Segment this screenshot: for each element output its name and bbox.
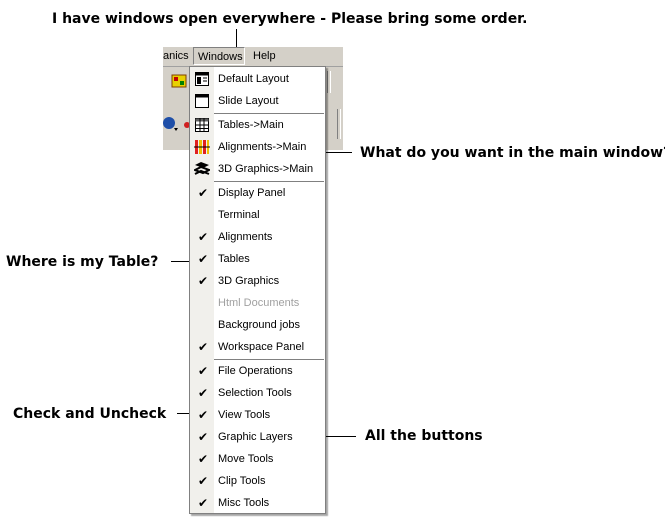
menu-item-label: Tables xyxy=(218,253,250,265)
menu-item-slide-layout[interactable]: Slide Layout xyxy=(190,90,325,112)
checkmark-icon: ✔ xyxy=(198,364,209,378)
checkmark-icon: ✔ xyxy=(198,340,209,354)
menu-item-clip-tools[interactable]: ✔ Clip Tools xyxy=(190,470,325,492)
windows-dropdown-menu: Default Layout Slide Layout Tables->Main… xyxy=(189,66,326,514)
callout-main-window: What do you want in the main window? xyxy=(360,145,665,161)
checkmark-icon: ✔ xyxy=(198,496,209,510)
checkmark-icon: ✔ xyxy=(198,430,209,444)
menu-item-alignments[interactable]: ✔ Alignments xyxy=(190,226,325,248)
toolbar-color-icon[interactable] xyxy=(171,73,187,89)
graphics-3d-icon xyxy=(192,161,212,177)
menu-item-tables-main[interactable]: Tables->Main xyxy=(190,114,325,136)
menu-bar: anics Windows Help xyxy=(163,47,343,67)
callout-check: Check and Uncheck xyxy=(13,406,167,422)
menu-item-html-documents: Html Documents xyxy=(190,292,325,314)
menu-item-label: Tables->Main xyxy=(218,119,284,131)
menu-item-label: Slide Layout xyxy=(218,95,279,107)
menu-item-label: Misc Tools xyxy=(218,497,270,509)
checkmark-icon: ✔ xyxy=(198,252,209,266)
menu-graphics-partial[interactable]: anics xyxy=(163,50,189,62)
menu-windows[interactable]: Windows xyxy=(193,47,245,65)
toolbar-separator-2 xyxy=(337,109,341,139)
toolbar-separator xyxy=(327,71,331,93)
menu-item-terminal[interactable]: Terminal xyxy=(190,204,325,226)
menu-item-label: 3D Graphics->Main xyxy=(218,163,314,175)
menu-item-label: File Operations xyxy=(218,365,293,377)
alignment-colors-icon xyxy=(194,139,210,155)
menu-item-tables[interactable]: ✔ Tables xyxy=(190,248,325,270)
checkmark-icon: ✔ xyxy=(198,408,209,422)
menu-item-graphic-layers[interactable]: ✔ Graphic Layers xyxy=(190,426,325,448)
leader-line-buttons xyxy=(318,436,356,437)
menu-separator xyxy=(214,359,324,361)
menu-item-label: 3D Graphics xyxy=(218,275,280,287)
callout-buttons: All the buttons xyxy=(365,428,483,444)
default-layout-icon xyxy=(194,71,210,87)
menu-item-background-jobs[interactable]: Background jobs xyxy=(190,314,325,336)
checkmark-icon: ✔ xyxy=(198,274,209,288)
menu-separator xyxy=(214,113,324,115)
menu-item-label: Selection Tools xyxy=(218,387,292,399)
table-grid-icon xyxy=(194,117,210,133)
callout-table: Where is my Table? xyxy=(6,254,159,270)
leader-line-main-window xyxy=(310,152,352,153)
menu-item-misc-tools[interactable]: ✔ Misc Tools xyxy=(190,492,325,514)
menu-item-label: Background jobs xyxy=(218,319,300,331)
menu-item-label: Workspace Panel xyxy=(218,341,305,353)
menu-separator xyxy=(214,181,324,183)
leader-line-top xyxy=(236,29,237,63)
menu-item-display-panel[interactable]: ✔ Display Panel xyxy=(190,182,325,204)
menu-item-label: Terminal xyxy=(218,209,260,221)
menu-item-label: Graphic Layers xyxy=(218,431,293,443)
checkmark-icon: ✔ xyxy=(198,474,209,488)
menu-help[interactable]: Help xyxy=(253,50,276,62)
menu-item-label: Alignments->Main xyxy=(218,141,307,153)
menu-item-label: Move Tools xyxy=(218,453,274,465)
callout-top: I have windows open everywhere - Please … xyxy=(52,11,528,27)
menu-item-selection-tools[interactable]: ✔ Selection Tools xyxy=(190,382,325,404)
toolbar-globe-icon[interactable] xyxy=(163,115,179,131)
toolbar-tool-icon[interactable] xyxy=(183,117,199,133)
menu-item-label: Default Layout xyxy=(218,73,289,85)
menu-item-view-tools[interactable]: ✔ View Tools xyxy=(190,404,325,426)
slide-layout-icon xyxy=(194,93,210,109)
menu-item-label: Display Panel xyxy=(218,187,286,199)
menu-item-workspace-panel[interactable]: ✔ Workspace Panel xyxy=(190,336,325,358)
checkmark-icon: ✔ xyxy=(198,186,209,200)
menu-item-label: Html Documents xyxy=(218,297,300,309)
menu-item-alignments-main[interactable]: Alignments->Main xyxy=(190,136,325,158)
menu-item-3d-graphics[interactable]: ✔ 3D Graphics xyxy=(190,270,325,292)
menu-item-label: View Tools xyxy=(218,409,271,421)
menu-item-label: Alignments xyxy=(218,231,273,243)
checkmark-icon: ✔ xyxy=(198,452,209,466)
menu-item-file-operations[interactable]: ✔ File Operations xyxy=(190,360,325,382)
menu-item-default-layout[interactable]: Default Layout xyxy=(190,68,325,90)
checkmark-icon: ✔ xyxy=(198,386,209,400)
menu-item-3d-graphics-main[interactable]: 3D Graphics->Main xyxy=(190,158,325,180)
menu-item-move-tools[interactable]: ✔ Move Tools xyxy=(190,448,325,470)
menu-item-label: Clip Tools xyxy=(218,475,266,487)
checkmark-icon: ✔ xyxy=(198,230,209,244)
